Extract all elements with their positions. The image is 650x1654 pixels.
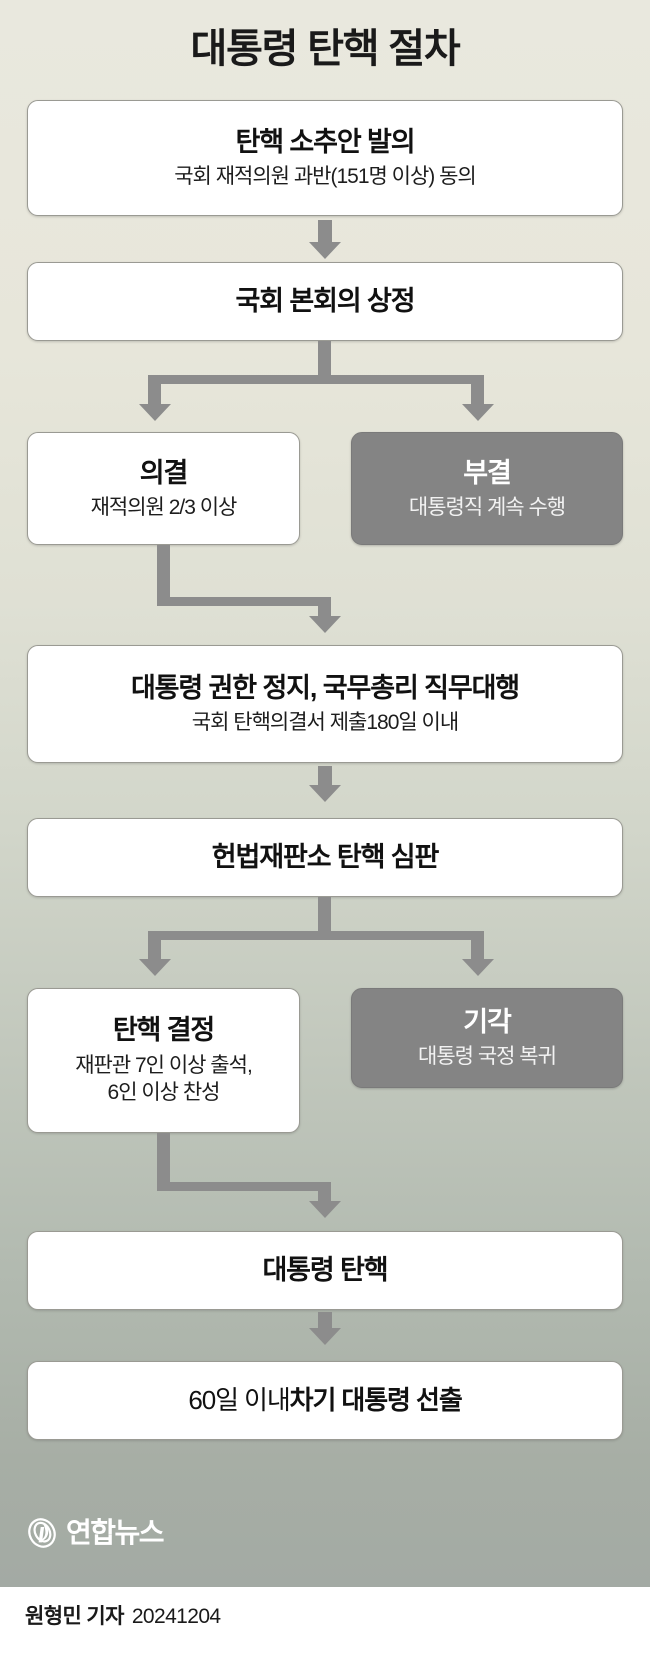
credit-line: 원형민 기자 20241204 [25,1600,221,1630]
step-box-plenary: 국회 본회의 상정 [27,262,623,341]
election-main: 차기 대통령 선출 [289,1384,463,1415]
publish-date: 20241204 [131,1605,221,1628]
step-box-pass: 의결 재적의원 2/3 이상 [27,432,300,545]
arrow-plenary-to-pass [138,404,172,430]
election-prefix: 60일 이내 [188,1384,290,1415]
step-box-election: 60일 이내차기 대통령 선출 [27,1361,623,1440]
arrow-to-impeached [308,1201,342,1227]
step-title-election: 60일 이내차기 대통령 선출 [188,1384,463,1417]
page-title: 대통령 탄핵 절차 [190,27,460,71]
step-title-plenary: 국회 본회의 상정 [235,286,416,317]
step-title-suspend: 대통령 권한 정지, 국무총리 직무대행 [130,673,520,704]
step-title-motion: 탄핵 소추안 발의 [235,127,416,158]
step-title-impeached: 대통령 탄핵 [262,1255,388,1286]
step-title-pass: 의결 [139,457,189,488]
arrow-to-suspend [308,616,342,642]
step-subtitle-dismiss: 대통령 국정 복귀 [418,1045,557,1069]
reporter-name: 원형민 기자 [25,1605,124,1628]
arrow-court-to-impeach-decision [138,959,172,985]
yonhap-swirl-icon [28,1518,56,1548]
step-box-motion: 탄핵 소추안 발의 국회 재적의원 과반(151명 이상) 동의 [27,100,623,216]
step-box-impeach-decision: 탄핵 결정 재판관 7인 이상 출석, 6인 이상 찬성 [27,988,300,1133]
step-subtitle-reject: 대통령직 계속 수행 [408,495,566,519]
step-title-reject: 부결 [463,457,512,488]
arrow-motion-to-plenary [309,220,341,260]
arrow-suspend-to-court [309,766,341,806]
yonhap-logo-text: 연합뉴스 [66,1517,165,1548]
yonhap-logo: 연합뉴스 [25,1516,165,1550]
step-subtitle-impeach-decision-line1: 재판관 7인 이상 출석, [75,1054,253,1078]
step-subtitle-motion: 국회 재적의원 과반(151명 이상) 동의 [174,165,477,189]
step-subtitle-impeach-decision-line2: 6인 이상 찬성 [107,1081,221,1105]
step-box-suspend: 대통령 권한 정지, 국무총리 직무대행 국회 탄핵의결서 제출180일 이내 [27,645,623,763]
footer-strip [0,1587,650,1654]
arrow-court-to-dismiss [461,959,495,985]
arrow-plenary-to-reject [461,404,495,430]
step-subtitle-suspend: 국회 탄핵의결서 제출180일 이내 [191,711,459,735]
step-title-court: 헌법재판소 탄핵 심판 [211,842,440,873]
arrow-impeached-to-election [309,1312,341,1352]
step-box-dismiss: 기각 대통령 국정 복귀 [351,988,623,1088]
step-title-dismiss: 기각 [463,1007,512,1038]
step-subtitle-pass: 재적의원 2/3 이상 [90,495,238,519]
step-box-reject: 부결 대통령직 계속 수행 [351,432,623,545]
step-box-impeached: 대통령 탄핵 [27,1231,623,1310]
step-title-impeach-decision: 탄핵 결정 [112,1015,215,1046]
step-box-court: 헌법재판소 탄핵 심판 [27,818,623,897]
